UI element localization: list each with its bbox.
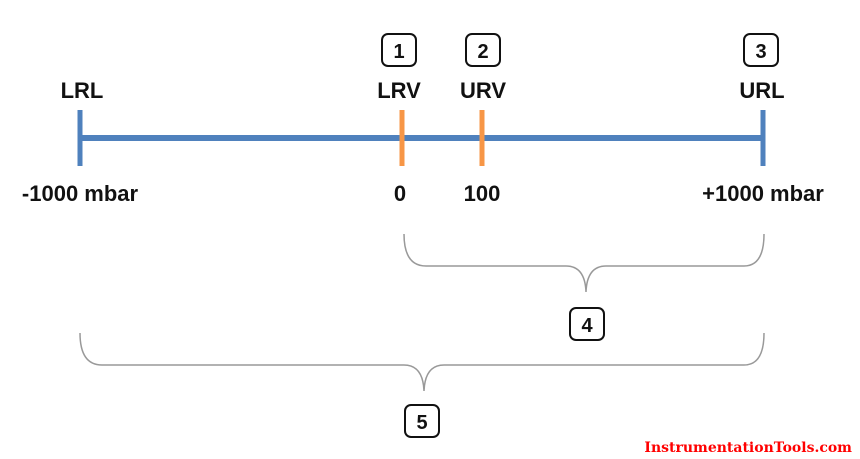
- marker-1-number: 1: [393, 41, 404, 63]
- urv-value-label: 100: [464, 181, 501, 206]
- watermark-text: InstrumentationTools.com: [644, 440, 852, 456]
- marker-4: 4: [569, 307, 605, 341]
- marker-3: 3: [743, 33, 779, 67]
- span-brace: [403, 233, 765, 293]
- lrl-label: LRL: [61, 78, 104, 103]
- lrv-value-label: 0: [394, 181, 406, 206]
- url-label: URL: [739, 78, 784, 103]
- urv-label: URV: [460, 78, 506, 103]
- marker-3-number: 3: [755, 41, 766, 63]
- range-brace: [79, 332, 765, 392]
- min-value-label: -1000 mbar: [22, 181, 139, 206]
- marker-2-number: 2: [477, 41, 488, 63]
- marker-2: 2: [465, 33, 501, 67]
- lrv-label: LRV: [377, 78, 421, 103]
- marker-4-number: 4: [581, 315, 593, 337]
- max-value-label: +1000 mbar: [702, 181, 824, 206]
- marker-5: 5: [404, 404, 440, 438]
- marker-5-number: 5: [416, 412, 427, 434]
- marker-1: 1: [381, 33, 417, 67]
